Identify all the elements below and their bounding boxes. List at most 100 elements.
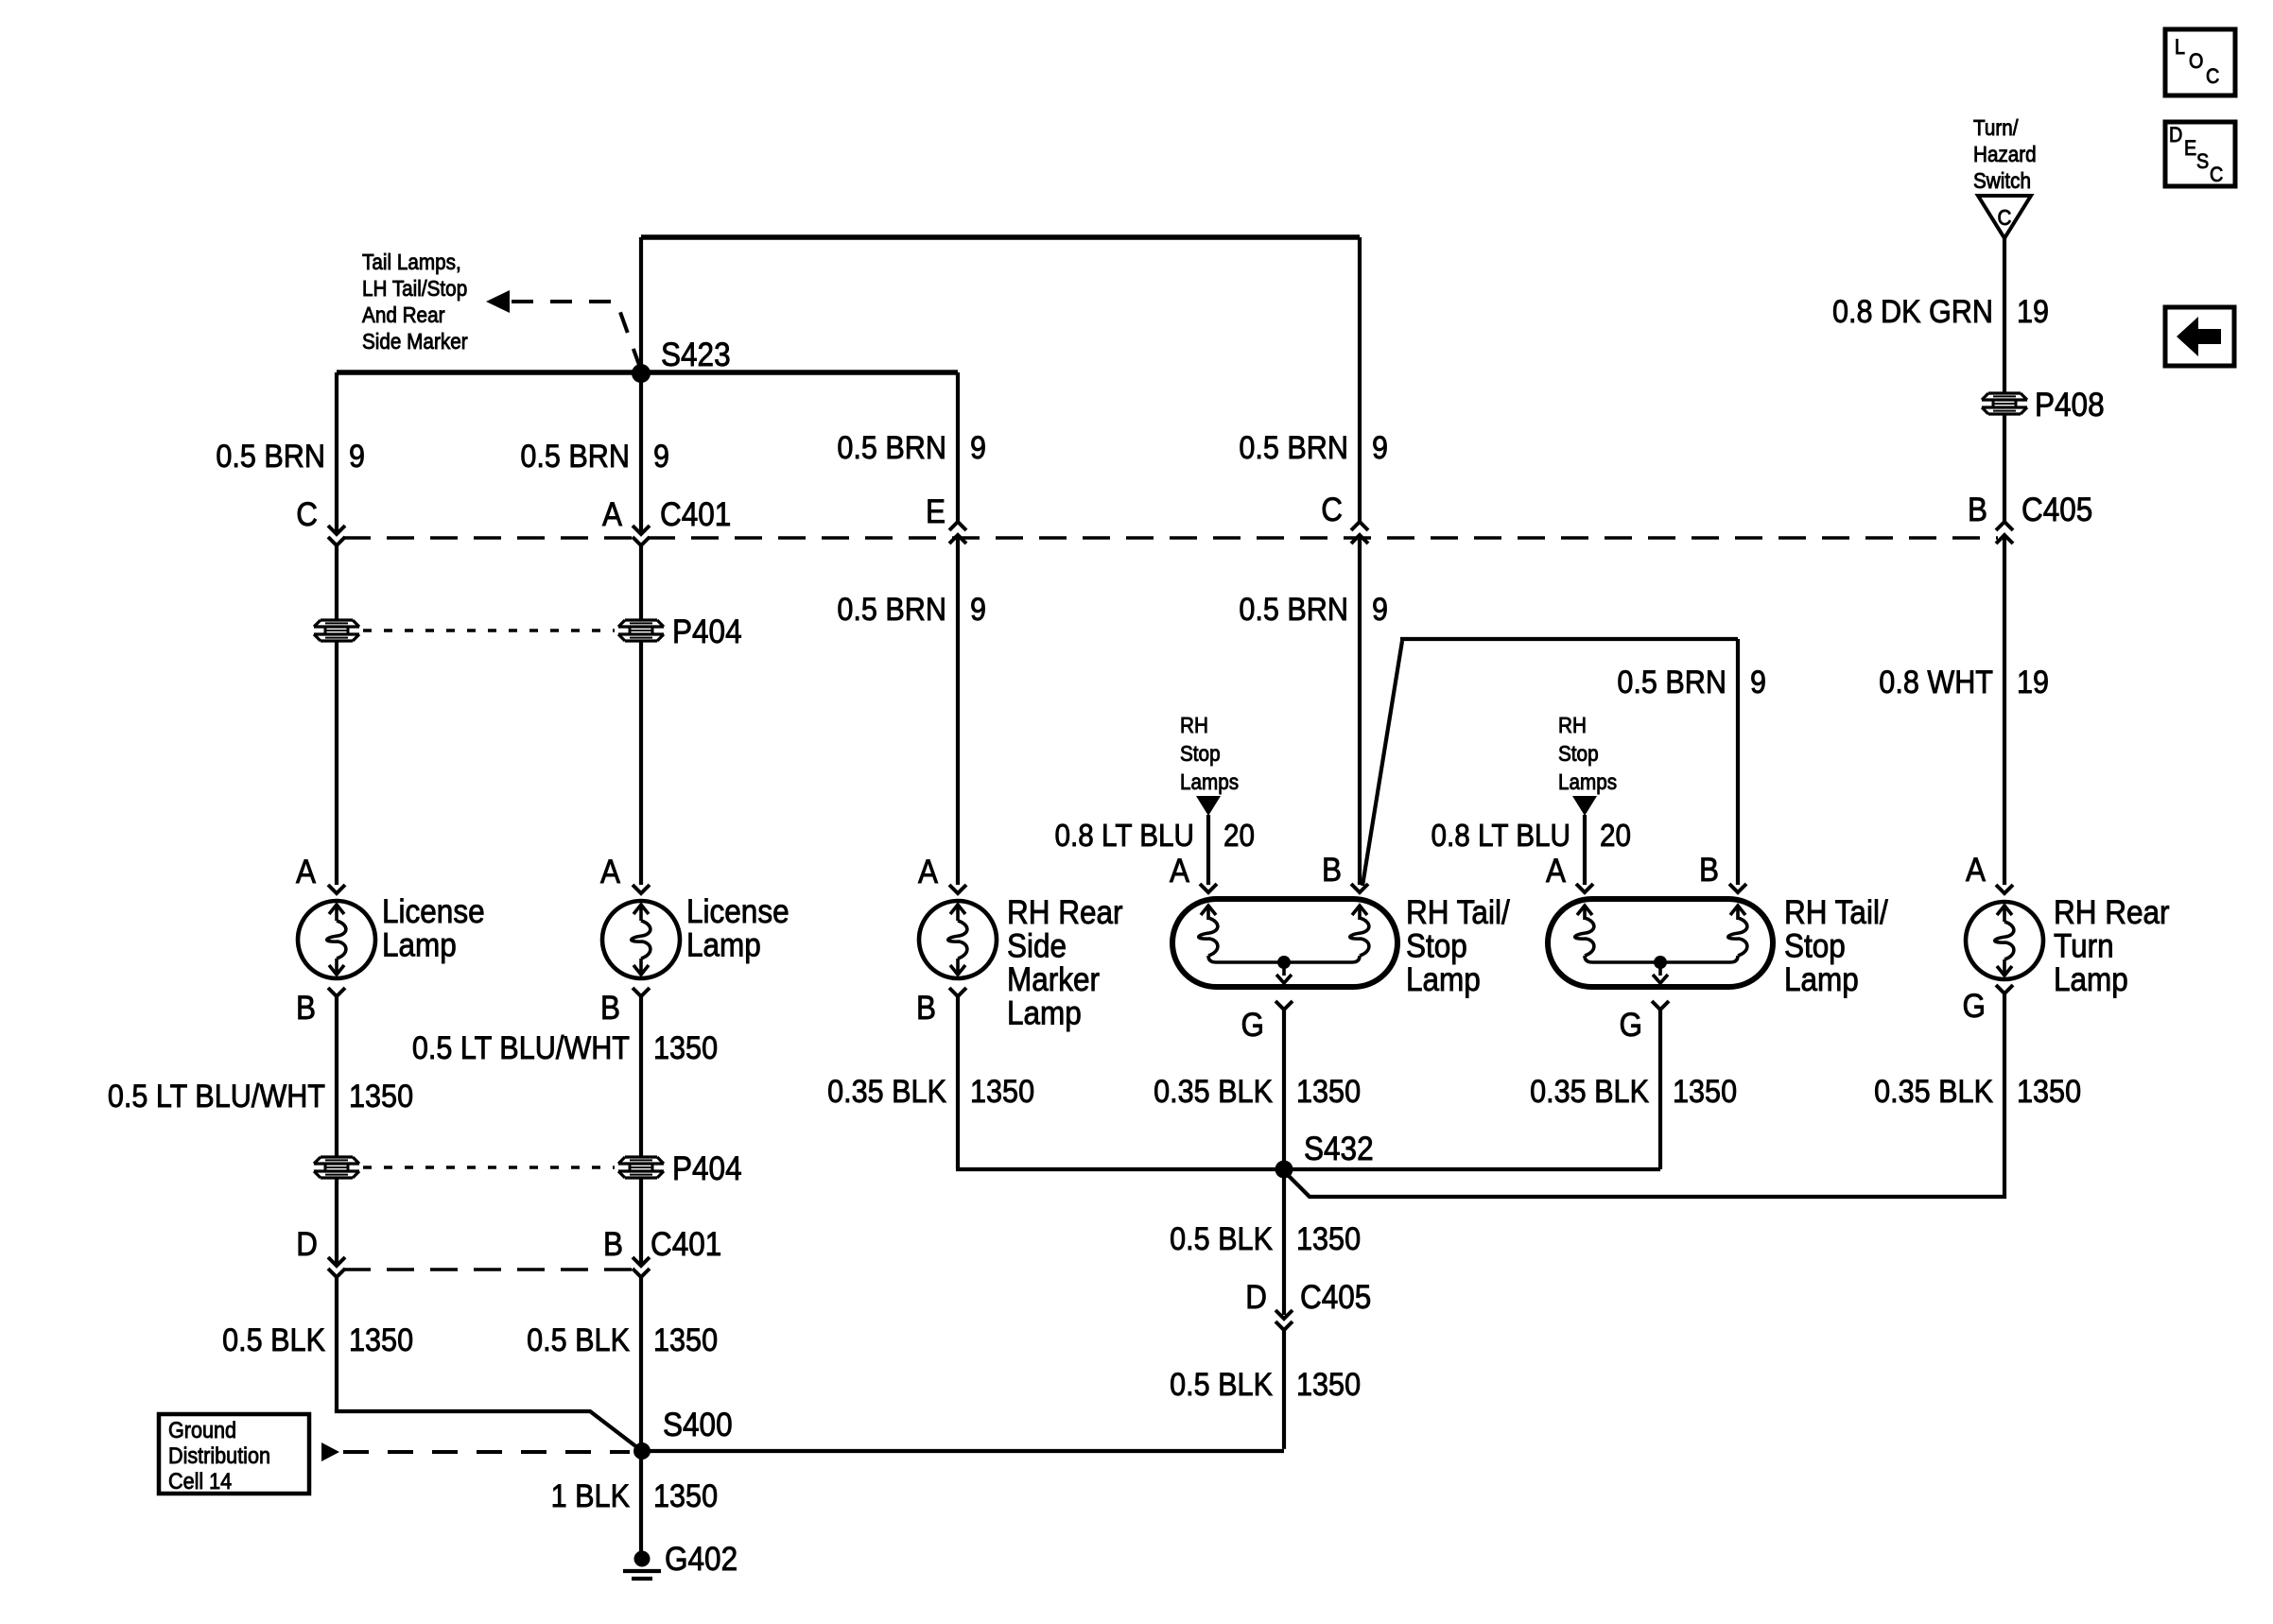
svg-text:1350: 1350 [653,1322,718,1358]
svg-text:C405: C405 [1300,1279,1371,1316]
svg-text:B: B [916,990,936,1027]
svg-text:B: B [1322,852,1342,889]
svg-text:0.5 BRN: 0.5 BRN [837,592,946,628]
svg-text:License: License [686,893,789,930]
svg-text:B: B [1699,852,1719,889]
svg-text:S423: S423 [661,337,731,373]
svg-text:License: License [382,893,485,930]
svg-text:G: G [1241,1007,1265,1044]
svg-text:19: 19 [2017,294,2049,330]
svg-text:9: 9 [1750,665,1766,700]
svg-text:A: A [1966,852,1987,889]
svg-text:9: 9 [1372,430,1388,466]
svg-text:S: S [2196,149,2209,173]
svg-text:Lamp: Lamp [1406,961,1481,998]
svg-text:0.35 BLK: 0.35 BLK [827,1074,946,1110]
svg-text:Lamp: Lamp [686,927,761,964]
svg-text:P408: P408 [2035,387,2105,423]
svg-text:G: G [1963,988,1987,1025]
svg-text:Lamps: Lamps [1180,769,1239,794]
svg-text:0.5 BRN: 0.5 BRN [1239,592,1348,628]
svg-text:RH Tail/: RH Tail/ [1406,894,1510,931]
svg-text:0.5 BRN: 0.5 BRN [837,430,946,466]
svg-text:P404: P404 [672,1150,742,1187]
svg-text:Distribution: Distribution [168,1443,270,1469]
svg-text:1350: 1350 [1296,1367,1361,1403]
svg-text:Lamps: Lamps [1558,769,1617,794]
svg-text:RH Tail/: RH Tail/ [1784,894,1888,931]
svg-text:0.35 BLK: 0.35 BLK [1154,1074,1273,1110]
svg-text:0.5 BRN: 0.5 BRN [1617,665,1726,700]
svg-text:C405: C405 [2021,492,2092,528]
svg-text:0.5 BLK: 0.5 BLK [1170,1221,1273,1257]
svg-text:D: D [296,1226,318,1263]
svg-text:0.5 BLK: 0.5 BLK [527,1322,630,1358]
svg-text:0.8 DK GRN: 0.8 DK GRN [1832,294,1993,330]
svg-text:1350: 1350 [1296,1221,1361,1257]
svg-text:Cell 14: Cell 14 [168,1469,232,1494]
svg-text:9: 9 [1372,592,1388,628]
svg-text:G402: G402 [665,1541,737,1578]
svg-text:9: 9 [970,430,986,466]
svg-text:L: L [2175,35,2185,59]
svg-text:A: A [1546,853,1567,890]
svg-text:1 BLK: 1 BLK [551,1478,631,1514]
svg-text:C401: C401 [660,496,731,533]
svg-text:RH: RH [1558,713,1587,737]
svg-text:B: B [600,990,620,1027]
svg-text:P404: P404 [672,613,742,650]
svg-text:Lamp: Lamp [2054,961,2128,998]
svg-text:9: 9 [653,439,669,475]
svg-text:1350: 1350 [970,1074,1034,1110]
svg-text:0.35 BLK: 0.35 BLK [1530,1074,1649,1110]
svg-text:0.5 BRN: 0.5 BRN [520,439,630,475]
svg-text:E: E [926,493,946,530]
svg-text:20: 20 [1223,818,1255,853]
svg-text:C: C [2210,163,2223,186]
svg-text:RH: RH [1180,713,1208,737]
svg-text:And Rear: And Rear [362,302,445,327]
svg-text:A: A [1170,853,1190,890]
svg-text:19: 19 [2017,665,2049,700]
svg-text:E: E [2184,136,2196,160]
svg-text:Hazard: Hazard [1973,142,2037,166]
svg-text:C: C [1321,492,1343,528]
svg-text:0.35 BLK: 0.35 BLK [1874,1074,1993,1110]
svg-text:A: A [600,854,621,890]
svg-text:Switch: Switch [1973,168,2031,193]
svg-text:Stop: Stop [1180,741,1221,766]
svg-text:Tail Lamps,: Tail Lamps, [362,250,461,274]
svg-text:Marker: Marker [1007,961,1100,998]
svg-text:1350: 1350 [653,1030,718,1066]
svg-text:Lamp: Lamp [1784,961,1859,998]
svg-text:0.5 BRN: 0.5 BRN [1239,430,1348,466]
svg-text:0.5 BLK: 0.5 BLK [1170,1367,1273,1403]
svg-text:Side: Side [1007,928,1067,965]
svg-text:1350: 1350 [1673,1074,1737,1110]
svg-text:1350: 1350 [349,1079,413,1114]
svg-text:0.5 BRN: 0.5 BRN [216,439,325,475]
svg-text:0.5 LT BLU/WHT: 0.5 LT BLU/WHT [412,1030,630,1066]
svg-text:Turn/: Turn/ [1973,115,2019,140]
svg-text:B: B [603,1226,623,1263]
svg-text:D: D [1245,1279,1267,1316]
svg-text:S400: S400 [663,1407,733,1443]
svg-text:A: A [602,496,623,533]
svg-text:Stop: Stop [1784,928,1846,965]
svg-text:A: A [918,854,939,890]
svg-text:1350: 1350 [349,1322,413,1358]
svg-text:Ground: Ground [168,1418,236,1443]
svg-text:C: C [296,496,318,533]
svg-text:O: O [2189,49,2203,73]
svg-text:9: 9 [349,439,365,475]
svg-text:1350: 1350 [1296,1074,1361,1110]
svg-text:RH Rear: RH Rear [2054,894,2170,931]
svg-text:Lamp: Lamp [382,927,457,964]
svg-text:RH Rear: RH Rear [1007,894,1123,931]
svg-text:S432: S432 [1304,1131,1374,1167]
svg-text:Side Marker: Side Marker [362,329,468,354]
svg-text:0.5 BLK: 0.5 BLK [222,1322,325,1358]
svg-text:C401: C401 [651,1226,721,1263]
svg-text:0.8 WHT: 0.8 WHT [1879,665,1993,700]
svg-text:1350: 1350 [653,1478,718,1514]
